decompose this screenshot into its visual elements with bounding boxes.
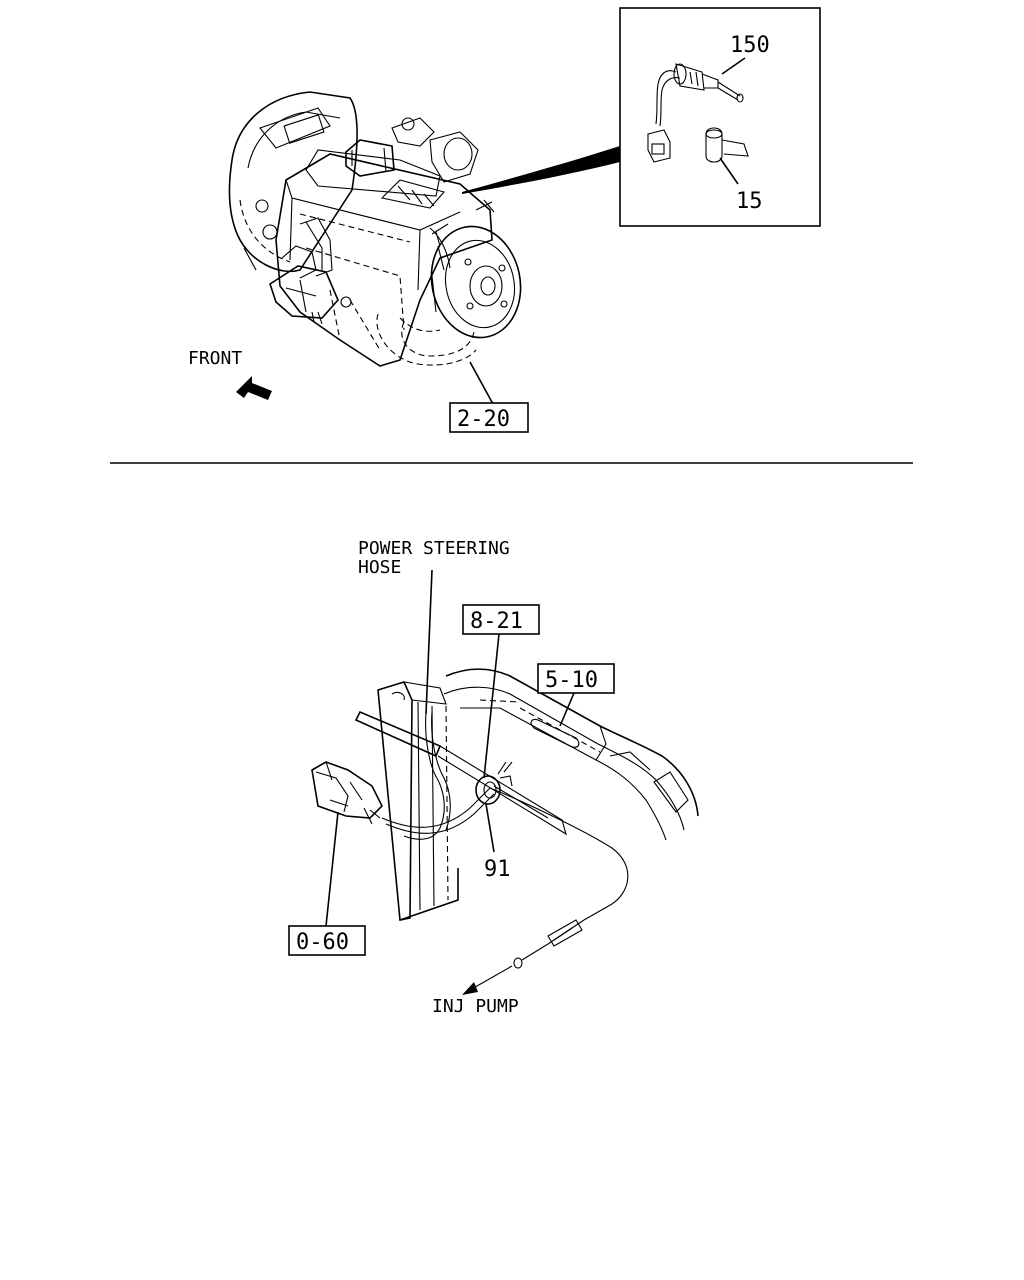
callout-150-leader [721,57,746,75]
accelerator-bracket [311,761,383,825]
front-arrow-icon [236,376,272,400]
callout-15-leader [719,157,739,185]
inj-pump-indicator: INJ PUMP [432,965,519,1017]
inj-pump-arrow-icon [462,982,478,995]
callout-91-label: 91 [484,857,511,882]
front-indicator: FRONT [188,348,272,400]
inset-leader-wedge [462,146,620,194]
callout-2-20: 2-20 [449,402,529,433]
callout-8-21: 8-21 [462,604,540,779]
power-steering-line2: HOSE [358,557,401,578]
callout-0-60-label: 0-60 [296,930,349,955]
callout-5-10-label: 5-10 [545,668,598,693]
power-steering-hose [403,711,445,840]
front-label: FRONT [188,348,242,369]
power-steering-line1: POWER STEERING [358,538,510,559]
callout-2-20-label: 2-20 [457,407,510,432]
transmission-drawing [228,91,522,405]
callout-150-label: 150 [730,33,770,58]
accelerator-cable [381,761,629,969]
callout-8-21-label: 8-21 [470,609,523,634]
power-steering-hose-label: POWER STEERING HOSE [358,538,510,715]
clip-part-15 [705,127,749,163]
inj-pump-label: INJ PUMP [432,996,519,1017]
frame-drawing [354,668,699,921]
callout-0-60: 0-60 [288,811,366,956]
callout-91: 91 [484,803,511,882]
sensor-part-150 [647,63,744,163]
callout-5-10: 5-10 [537,663,615,727]
callout-15-label: 15 [736,189,763,214]
detail-inset: 150 15 [619,7,821,227]
